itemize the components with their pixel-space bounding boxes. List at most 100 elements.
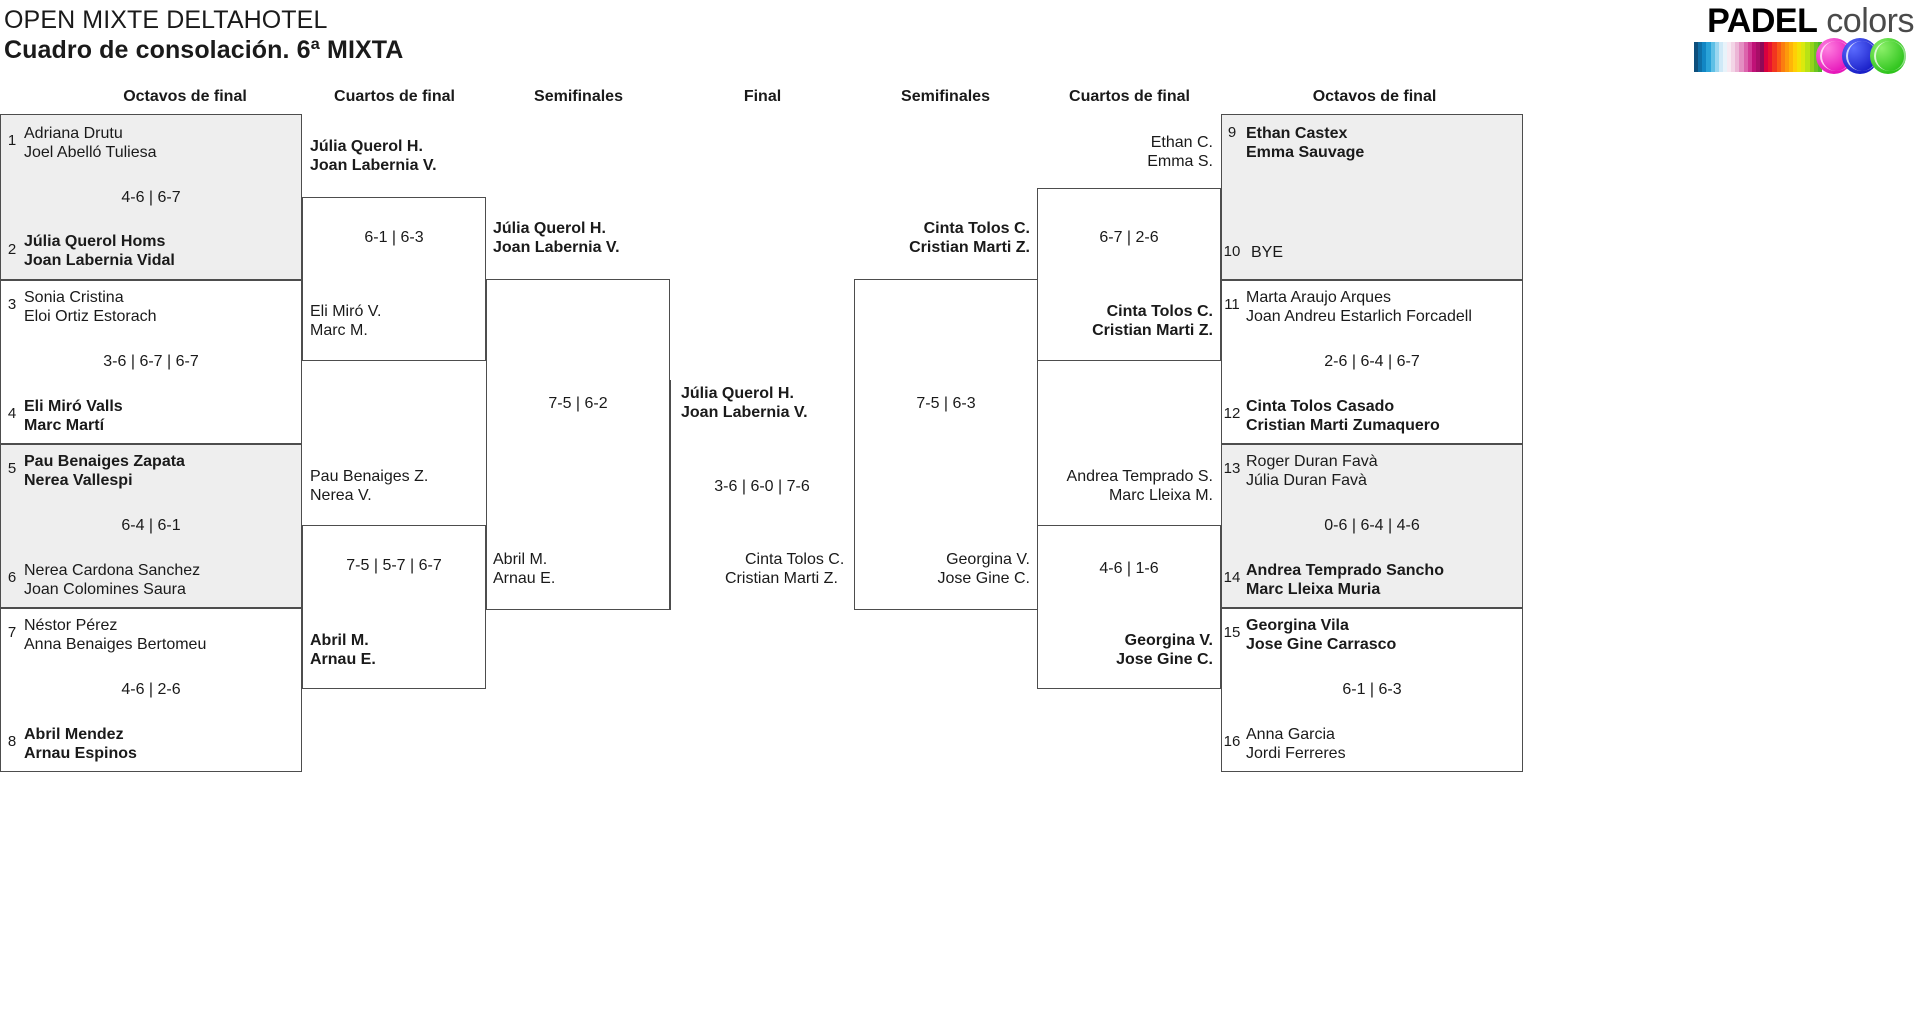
player-name: Arnau E. [310,651,376,668]
player-name: Nerea Cardona Sanchez [24,562,201,579]
color-bar [1698,42,1703,72]
color-bar [1731,42,1736,72]
color-bar [1718,42,1723,72]
logo-bold-text: PADEL [1707,2,1818,40]
color-bar [1784,42,1789,72]
player-name: Anna Benaiges Bertomeu [24,636,207,653]
player-name: Andrea Temprado S. [1066,468,1213,485]
color-bar [1801,42,1806,72]
color-bar [1813,42,1818,72]
left-cuartos-match-2-box[interactable] [302,525,486,689]
color-bar [1764,42,1769,72]
right-octavos-match-3[interactable] [1221,444,1523,608]
page-title: OPEN MIXTE DELTAHOTEL [4,6,328,34]
color-bar [1735,42,1740,72]
player-name: Ethan C. [1150,134,1213,151]
color-bar [1694,42,1699,72]
color-bar [1805,42,1810,72]
player-name: Arnau Espinos [24,745,137,762]
match-score: 3-6 | 6-7 | 6-7 [103,353,199,370]
seed-number: 8 [7,733,17,750]
player-name: Cinta Tolos C. [923,220,1030,237]
match-score: 4-6 | 2-6 [121,681,181,698]
player-name: Nerea V. [310,487,372,504]
player-name: Cinta Tolos C. [1106,303,1213,320]
right-octavos-match-1[interactable] [1221,114,1523,280]
player-name: Joan Labernia V. [310,157,437,174]
player-name: Nerea Vallespi [24,472,133,489]
right-cuartos-match-1-box[interactable] [1037,188,1221,361]
right-octavos-match-2[interactable] [1221,280,1523,444]
player-name: Ethan Castex [1246,125,1348,142]
seed-number: 1 [7,132,17,149]
player-name: Marc Lleixa Muria [1246,581,1381,598]
match-score: 2-6 | 6-4 | 6-7 [1324,353,1420,370]
player-name: Eli Miró Valls [24,398,123,415]
player-name: Júlia Querol H. [310,138,423,155]
player-name: Cristian Marti Z. [1092,322,1213,339]
seed-number: 2 [7,241,17,258]
left-octavos-match-1[interactable] [0,114,302,280]
player-name: Cristian Marti Z. [725,570,838,587]
player-name: Emma Sauvage [1246,144,1365,161]
player-name: Georgina V. [1124,632,1213,649]
left-octavos-match-4[interactable] [0,608,302,772]
player-name: Georgina Vila [1246,617,1349,634]
round-label-right-octavos: Octavos de final [1312,88,1437,105]
player-name: Júlia Querol H. [493,220,606,237]
seed-number: 16 [1223,733,1241,750]
seed-number: 10 [1223,243,1241,260]
color-bar [1809,42,1814,72]
left-octavos-match-2[interactable] [0,280,302,444]
seed-number: 4 [7,405,17,422]
player-name: Pau Benaiges Zapata [24,453,185,470]
player-name: Júlia Querol Homs [24,233,166,250]
right-semis-match-box[interactable] [854,279,1038,610]
logo-wordmark: PADEL colors [1707,2,1914,41]
match-score: 6-4 | 6-1 [121,517,181,534]
match-score: 4-6 | 1-6 [1099,560,1159,577]
color-bar [1714,42,1719,72]
left-octavos-match-3[interactable] [0,444,302,608]
seed-number: 7 [7,624,17,641]
color-bar [1706,42,1711,72]
logo-light-text: colors [1826,2,1914,40]
color-bar [1768,42,1773,72]
player-name: Néstor Pérez [24,617,118,634]
left-semis-match-box[interactable] [486,279,670,610]
round-label-left-octavos: Octavos de final [123,88,247,105]
color-bar [1797,42,1802,72]
player-name: Abril Mendez [24,726,124,743]
round-label-right-cuartos: Cuartos de final [1069,88,1190,105]
color-bar [1739,42,1744,72]
match-score: 4-6 | 6-7 [121,189,181,206]
color-bar [1776,42,1781,72]
color-bar [1793,42,1798,72]
color-bar [1755,42,1760,72]
player-name: Georgina V. [946,551,1030,568]
player-name: Júlia Duran Favà [1246,472,1367,489]
player-name: Júlia Querol H. [681,385,794,402]
player-name: Emma S. [1147,153,1213,170]
player-name: Cinta Tolos Casado [1246,398,1395,415]
seed-number: 9 [1227,124,1237,141]
color-bar [1780,42,1785,72]
player-name: Sonia Cristina [24,289,124,306]
right-octavos-match-4[interactable] [1221,608,1523,772]
player-name: Marc Lleixa M. [1108,487,1213,504]
player-name: Jose Gine C. [937,570,1030,587]
right-cuartos-match-2-box[interactable] [1037,525,1221,689]
green-ball-icon [1870,38,1906,74]
color-bar [1747,42,1752,72]
player-name: Abril M. [493,551,548,568]
left-cuartos-match-1-box[interactable] [302,197,486,361]
player-name: Anna Garcia [1246,726,1335,743]
player-name: Pau Benaiges Z. [310,468,429,485]
round-label-right-semis: Semifinales [901,88,990,105]
final-score: 3-6 | 6-0 | 7-6 [714,478,810,495]
color-bar [1702,42,1707,72]
match-score: 7-5 | 6-3 [916,395,976,412]
color-bar [1743,42,1748,72]
color-bar [1760,42,1765,72]
player-name: Cristian Marti Z. [909,239,1030,256]
